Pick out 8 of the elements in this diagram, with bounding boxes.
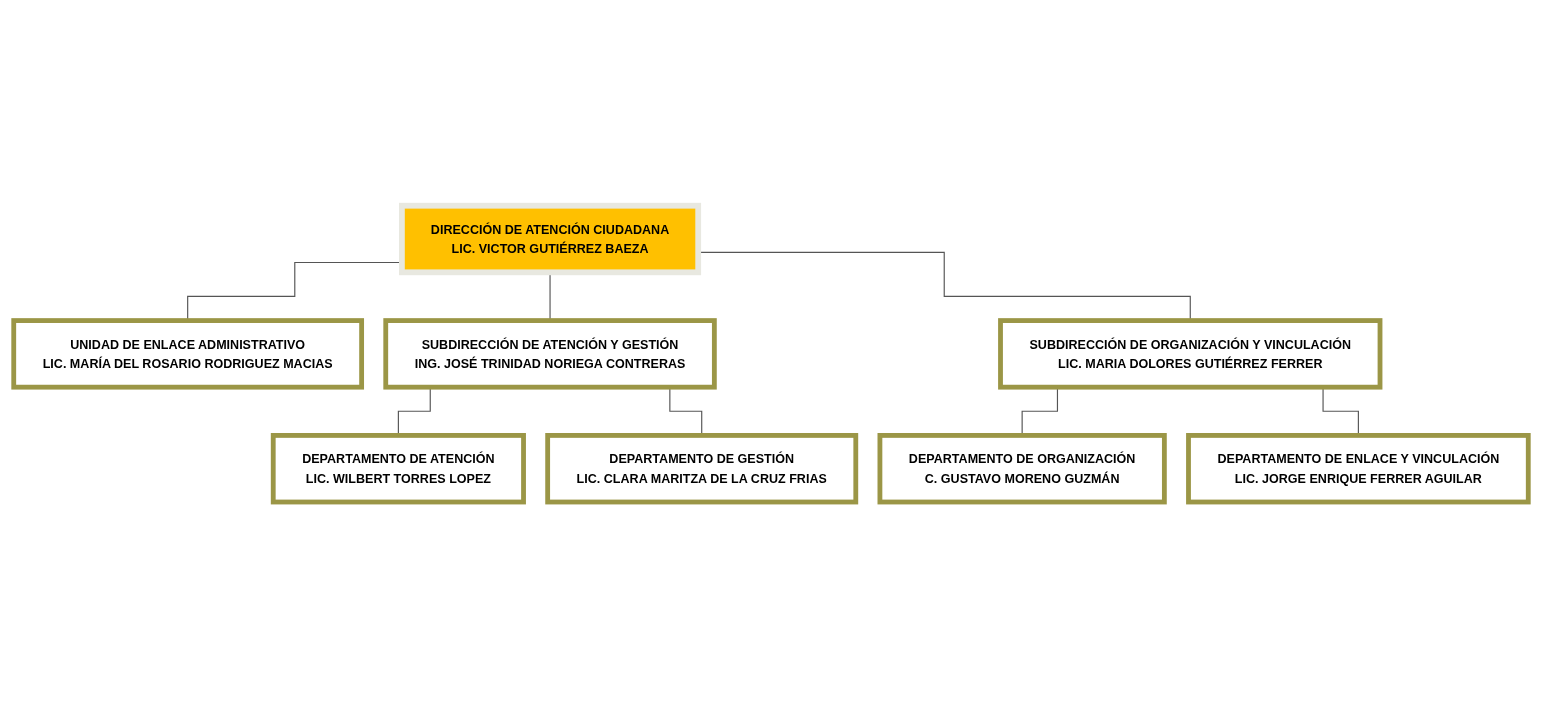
node-box: DEPARTAMENTO DE ORGANIZACIÓN C. GUSTAVO MORENO GUZMÁN bbox=[877, 432, 1167, 505]
node-box: SUBDIRECCIÓN DE ATENCIÓN Y GESTIÓN ING. JOSÉ TRINIDAD NORIEGA CONTRERAS bbox=[383, 317, 717, 390]
node-box: DEPARTAMENTO DE ATENCIÓN LIC. WILBERT TORRES LOPEZ bbox=[270, 432, 526, 505]
node-box: DEPARTAMENTO DE GESTIÓN LIC. CLARA MARITZA DE LA CRUZ FRIAS bbox=[545, 432, 859, 505]
node-box: SUBDIRECCIÓN DE ORGANIZACIÓN Y VINCULACIÓN LIC. MARIA DOLORES GUTIÉRREZ FERRER bbox=[998, 317, 1383, 390]
node-box: DEPARTAMENTO DE ENLACE Y VINCULACIÓN LIC. JORGE ENRIQUE FERRER AGUILAR bbox=[1186, 432, 1531, 505]
node-box: DIRECCIÓN DE ATENCIÓN CIUDADANA LIC. VICTOR GUTIÉRREZ BAEZA bbox=[399, 202, 702, 275]
node-box: UNIDAD DE ENLACE ADMINISTRATIVO LIC. MARÍA DEL ROSARIO RODRIGUEZ MACIAS bbox=[11, 317, 365, 390]
